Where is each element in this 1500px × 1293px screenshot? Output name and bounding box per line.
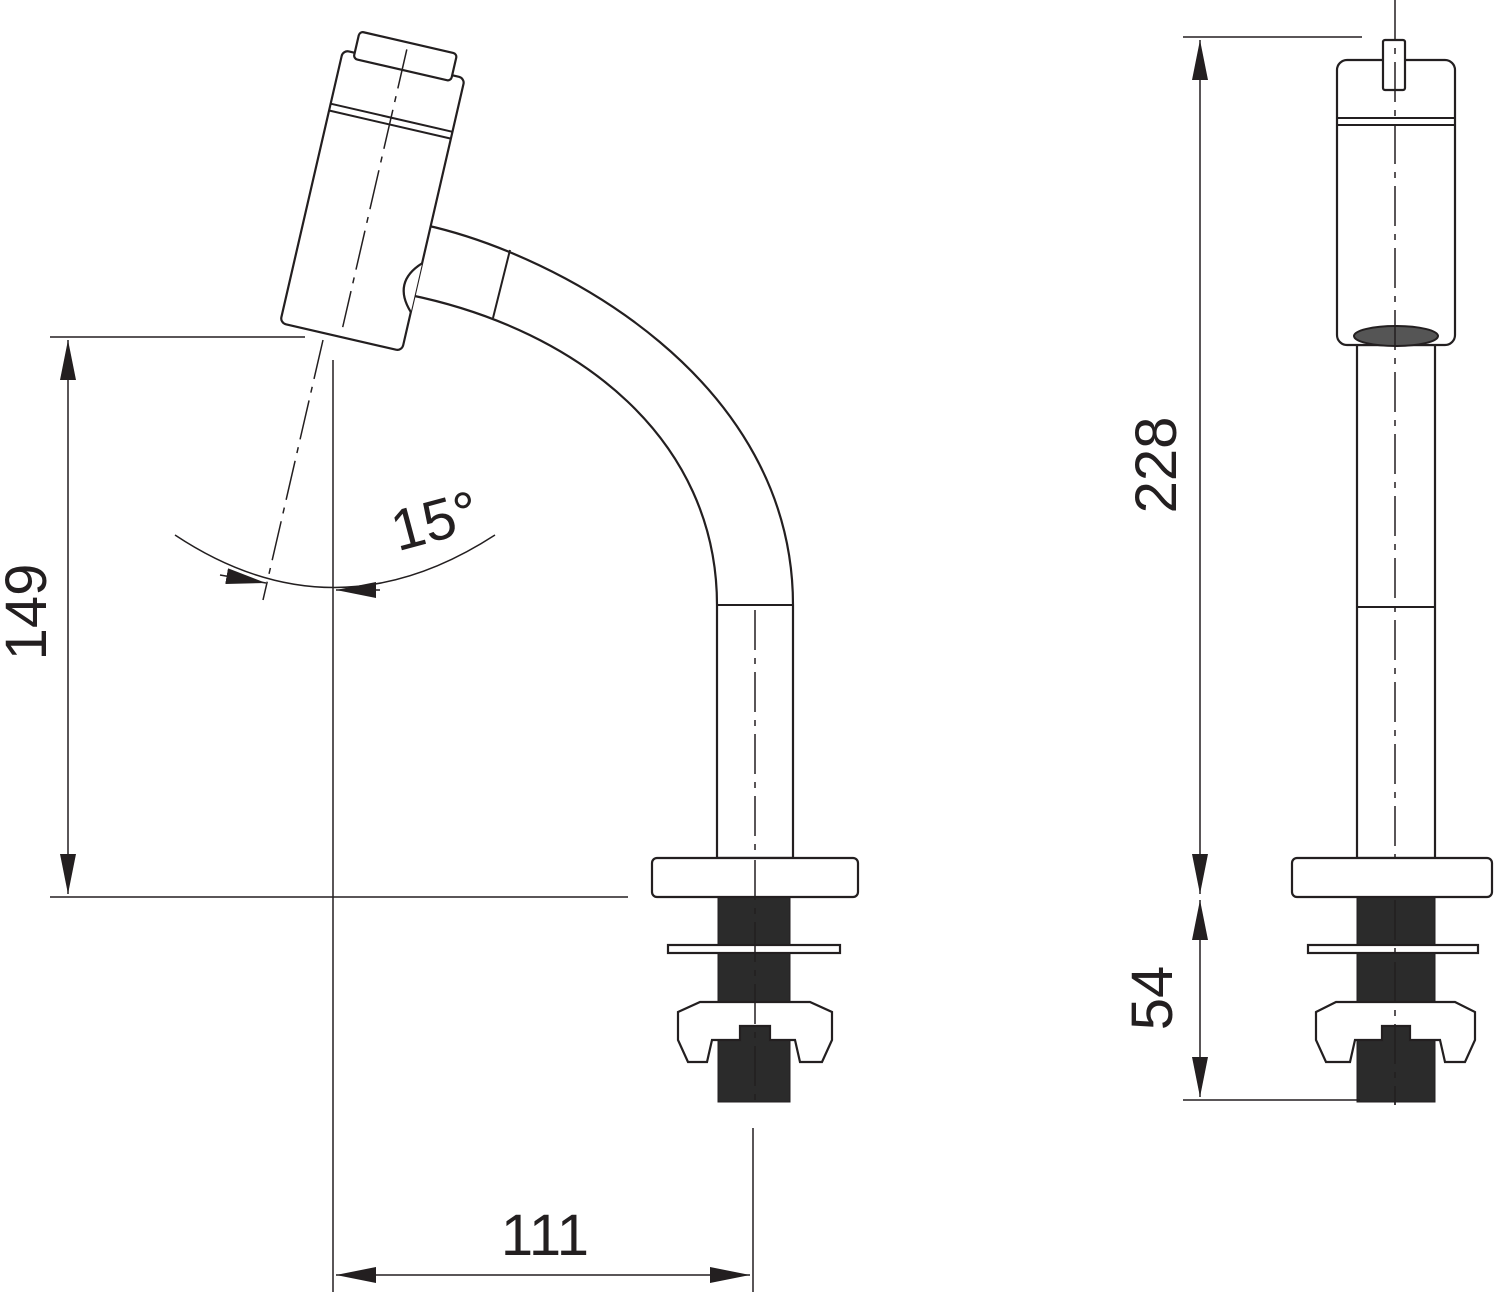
dimension-label-111: 111 <box>501 1203 589 1268</box>
dimension-label-149: 149 <box>0 564 59 661</box>
dimension-label-54: 54 <box>1120 966 1185 1031</box>
mounting-assembly <box>650 856 860 1105</box>
spout-tilted-centerline <box>262 339 324 601</box>
dimension-228: 228 <box>1124 36 1362 894</box>
dimension-149: 149 <box>0 336 628 898</box>
dimension-angle-15: 15° <box>174 478 496 598</box>
dimension-label-15-degrees: 15° <box>384 478 486 563</box>
spout-pipe <box>408 223 795 860</box>
side-view: 149 15° 111 <box>0 31 860 1292</box>
dimension-54: 54 <box>1120 900 1360 1101</box>
spout-head <box>280 31 465 351</box>
front-view: 228 54 <box>1120 0 1494 1105</box>
dimension-label-228: 228 <box>1124 417 1189 514</box>
front-mounting-assembly <box>1290 856 1494 1105</box>
front-head <box>1335 38 1457 347</box>
front-pipe <box>1355 343 1437 860</box>
dimension-111: 111 <box>336 1128 754 1292</box>
